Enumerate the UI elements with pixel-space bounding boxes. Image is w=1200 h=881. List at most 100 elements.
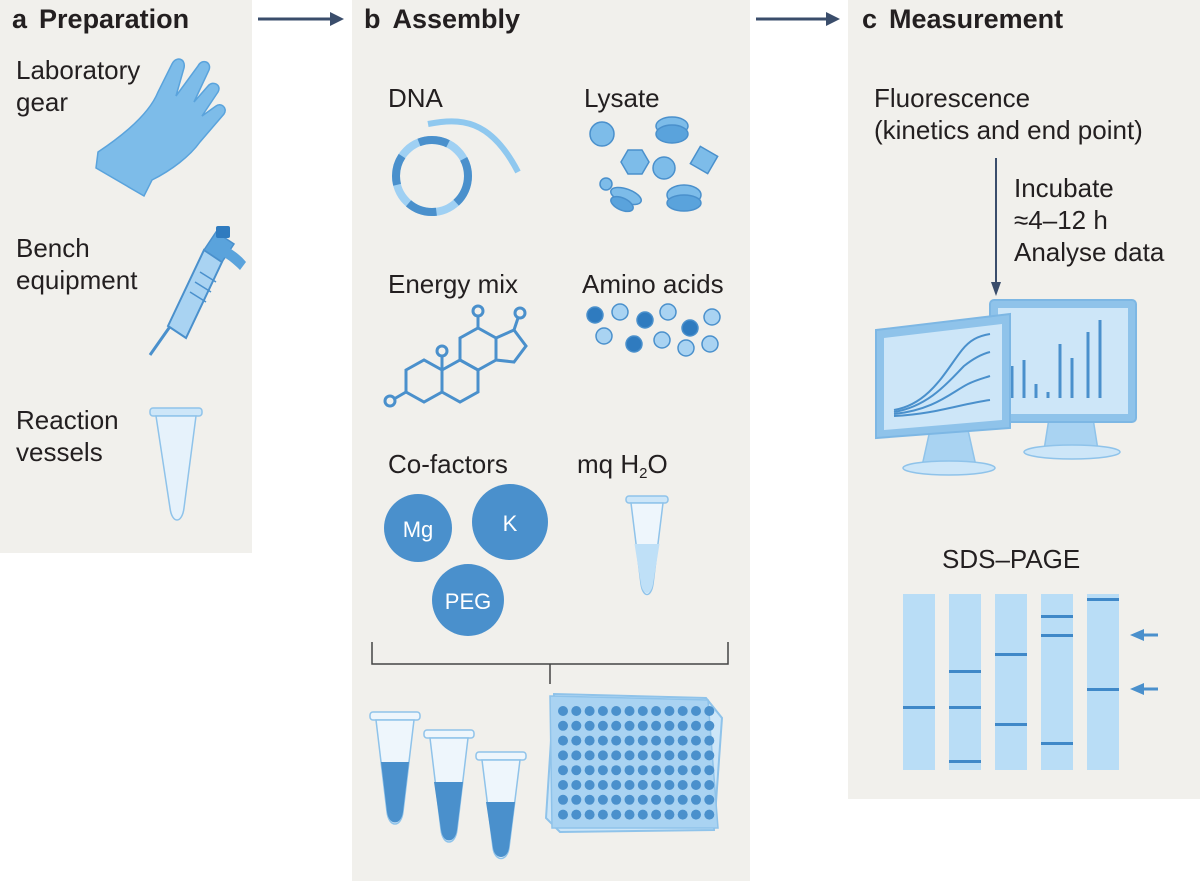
plate-well [584,794,595,805]
plate-well [624,720,635,731]
dna-plasmid-icon [392,118,521,216]
plate-well [637,735,648,746]
amino-acids-icon [586,303,721,357]
mg-cofactor-icon: Mg [384,494,452,562]
plate-well [691,735,701,746]
plate-well [584,720,595,731]
panel-b-title: b Assembly [364,4,520,35]
plate-well [651,750,662,761]
lab-gear-label: Laboratory gear [16,54,140,118]
water-tube-icon [625,495,669,596]
incubate-step-line1: Incubate [1014,173,1114,203]
plate-well [664,780,675,790]
plate-well [624,765,635,776]
plate-well [597,735,608,746]
plate-well [637,780,648,790]
plate-well [691,809,701,820]
energy-mix-label: Energy mix [388,269,519,299]
plate-well [651,706,662,716]
plate-well [651,765,662,776]
panel-c-title-text: Measurement [889,4,1064,34]
k-cofactor-text: K [503,511,518,536]
bench-equipment-label: Bench equipment [16,232,137,296]
plate-well [584,765,595,776]
fluorescence-label: Fluorescence (kinetics and end point) [874,82,1143,146]
plate-well [651,780,662,790]
amino-acids-label: Amino acids [582,269,724,299]
plate-well [571,720,582,731]
plate-well [597,794,608,805]
tube-icon [149,407,203,521]
band-arrow-upper-icon [1130,629,1158,641]
plate-well [571,809,582,820]
plate-well [677,765,688,776]
plate-well [571,750,582,761]
plate-well [691,720,701,731]
plate-well [704,780,715,790]
plate-well [651,809,662,820]
panel-b-letter: b [364,4,381,34]
plate-well [558,720,568,731]
water-label-prefix: mq H [577,449,640,479]
plate-well [597,720,608,731]
plate-well [677,706,688,716]
plate-well [691,765,701,776]
gel-lane-1 [903,594,935,770]
plate-well [651,794,662,805]
water-label: mq H2O [577,448,668,490]
lab-gear-label-line1: Laboratory [16,55,141,85]
incubate-arrow-icon [991,158,1001,296]
dna-label: DNA [388,83,443,113]
energy-mix-molecule-icon [383,304,528,408]
incubate-step-line3: Analyse data [1014,237,1165,267]
plate-well [584,706,595,716]
panel-c-letter: c [862,4,878,34]
gel-lane-5 [1087,594,1119,770]
plate-well [624,809,635,820]
monitor-bar-chart-icon [989,299,1137,460]
plate-well [597,780,608,790]
plate-well [611,765,622,776]
fluorescence-label-line1: Fluorescence [874,83,1031,113]
sds-page-gel [903,594,1158,770]
plate-well [664,765,675,776]
plate-well [664,809,675,820]
plate-well [677,794,688,805]
arrow-a-to-b-icon [258,12,344,26]
sds-page-label: SDS–PAGE [942,544,1081,574]
panel-a-letter: a [12,4,28,34]
plate-well [651,735,662,746]
plate-well [584,735,595,746]
reaction-vessels-label-line2: vessels [16,437,103,467]
plate-well [624,794,635,805]
plate-well [691,780,701,790]
incubate-step-line2: ≈4–12 h [1014,205,1108,235]
plate-well [611,735,622,746]
plate-well [704,809,715,820]
incubate-step-label: Incubate ≈4–12 h Analyse data [1014,172,1164,268]
plate-well [664,794,675,805]
plate-well [691,750,701,761]
plate-well [624,750,635,761]
plate-well [664,706,675,716]
lab-gear-label-line2: gear [16,87,69,117]
water-label-suffix: O [647,449,668,479]
plate-well [571,780,582,790]
plate-well [677,735,688,746]
plate-well [677,809,688,820]
plate-well [558,794,568,805]
plate-well [637,809,648,820]
plate-well [677,720,688,731]
plate-well [558,750,568,761]
assembly-bracket [371,642,729,684]
panel-b-title-text: Assembly [392,4,521,34]
plate-well [691,706,701,716]
plate-well [597,750,608,761]
plate-well [558,706,568,716]
gel-lane-2 [949,594,981,770]
plate-well [637,706,648,716]
plate-well [704,750,715,761]
gel-lane-4 [1041,594,1073,770]
plate-well [624,735,635,746]
lysate-label: Lysate [584,83,660,113]
